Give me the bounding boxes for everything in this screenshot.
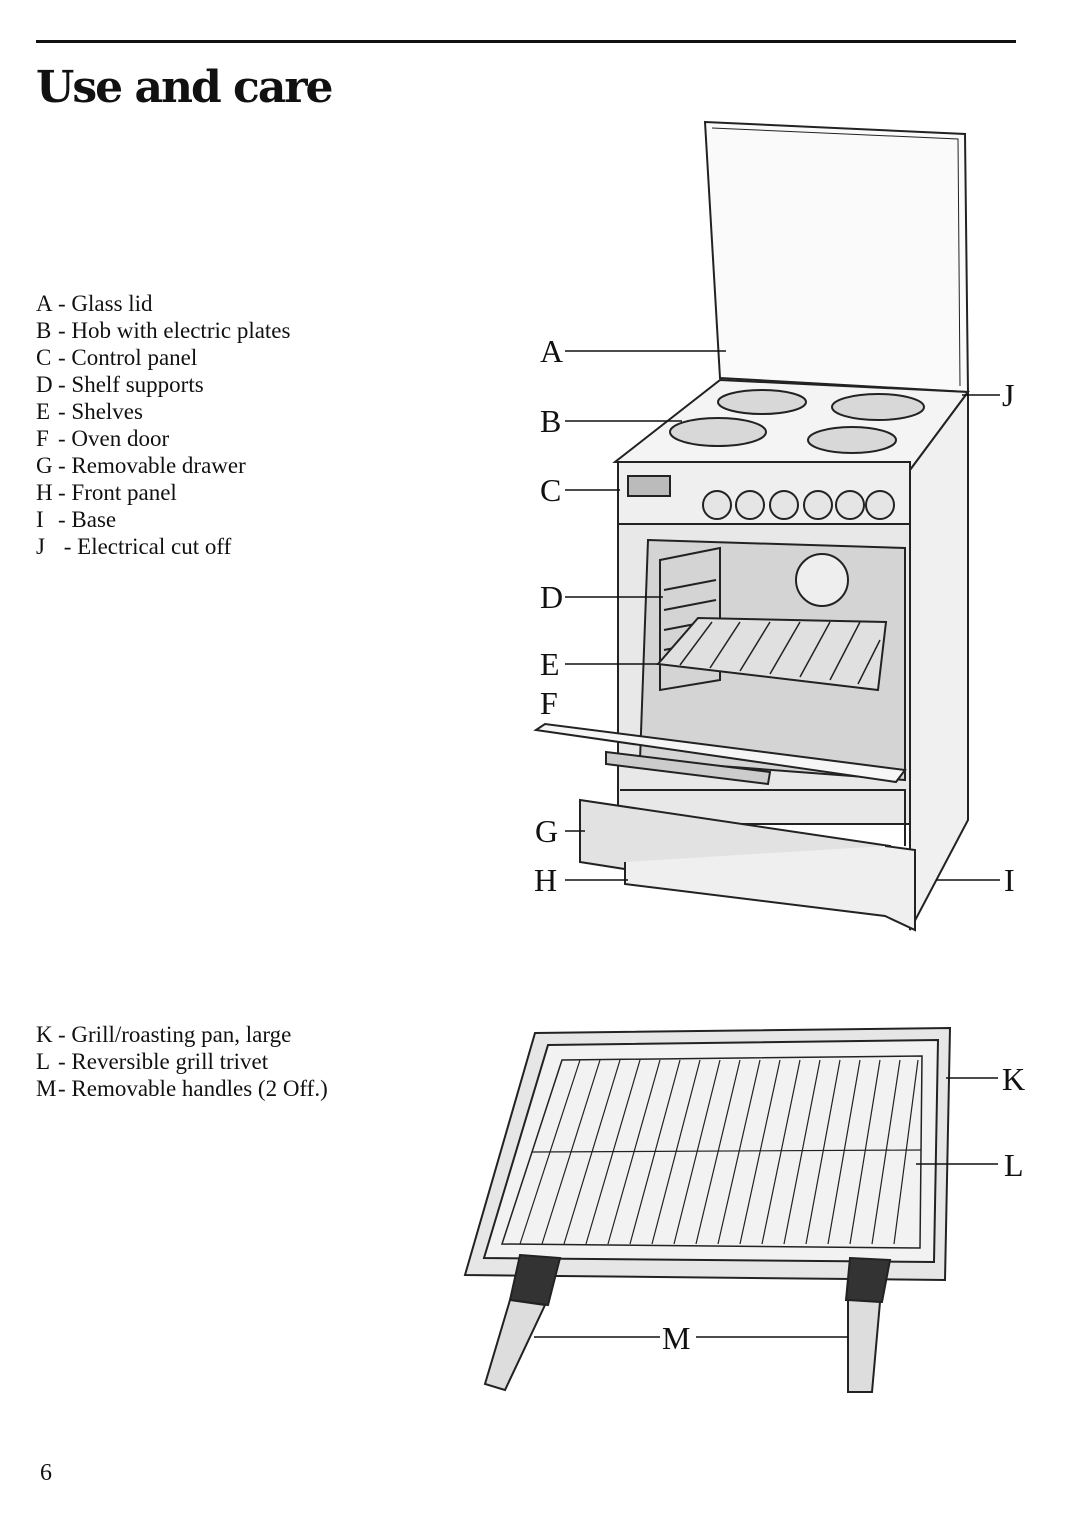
hotplate-drawing — [807, 426, 897, 454]
handle-drawing — [483, 1298, 547, 1392]
callout-B: B — [540, 403, 561, 439]
cooker-parts-legend: A- Glass lid B- Hob with electric plates… — [36, 290, 290, 560]
grill-callouts — [534, 1077, 998, 1338]
handle-drawing — [847, 1298, 882, 1393]
legend-key: B — [36, 318, 52, 343]
legend-item: I - Base — [36, 506, 290, 533]
callout-A: A — [540, 333, 563, 369]
grill-pan-illustration — [463, 1026, 952, 1393]
legend-item: E - Shelves — [36, 398, 290, 425]
callout-J: J — [1002, 377, 1014, 413]
legend-text: - Hob with electric plates — [58, 318, 291, 343]
legend-item: B- Hob with electric plates — [36, 317, 290, 344]
callout-H: H — [534, 862, 557, 898]
legend-text: - Shelves — [58, 399, 143, 424]
hotplate-drawing — [717, 389, 807, 415]
legend-text: - Grill/roasting pan, large — [58, 1022, 292, 1047]
grill-trivet-drawing — [500, 1055, 923, 1249]
callout-F: F — [540, 685, 558, 721]
legend-key: E — [36, 399, 51, 424]
legend-key: D — [36, 372, 53, 397]
accessory-parts-legend: K- Grill/roasting pan, large L - Reversib… — [36, 1021, 328, 1102]
legend-text: - Glass lid — [58, 291, 153, 316]
callout-L: L — [1004, 1147, 1024, 1183]
legend-item: L - Reversible grill trivet — [36, 1048, 328, 1075]
legend-key: G — [36, 453, 53, 478]
shelf-supports-drawing — [659, 546, 721, 692]
legend-text: - Removable drawer — [58, 453, 246, 478]
top-rule — [36, 40, 1016, 43]
handle-drawing — [508, 1253, 562, 1307]
glass-lid-drawing — [703, 120, 970, 394]
legend-item: C- Control panel — [36, 344, 290, 371]
cooker-illustration — [533, 120, 970, 932]
page-title: Use and care — [36, 62, 334, 113]
legend-item: D- Shelf supports — [36, 371, 290, 398]
callout-E: E — [540, 646, 560, 682]
legend-key: J — [36, 534, 45, 559]
legend-text: - Electrical cut off — [58, 534, 232, 559]
hotplate-drawing — [669, 417, 767, 447]
legend-text: - Base — [58, 507, 117, 532]
legend-key: K — [36, 1022, 53, 1047]
callout-I: I — [1004, 862, 1015, 898]
legend-item: G- Removable drawer — [36, 452, 290, 479]
legend-key: L — [36, 1049, 51, 1074]
callout-D: D — [540, 579, 563, 615]
legend-item: H- Front panel — [36, 479, 290, 506]
legend-key: F — [36, 426, 49, 451]
legend-key: M — [36, 1076, 57, 1101]
trivet-wires — [519, 1059, 922, 1245]
legend-text: - Shelf supports — [58, 372, 204, 397]
legend-item: K- Grill/roasting pan, large — [36, 1021, 328, 1048]
callout-M: M — [662, 1320, 690, 1356]
callout-K: K — [1002, 1061, 1025, 1097]
legend-text: - Oven door — [58, 426, 170, 451]
cooker-callouts — [565, 350, 1000, 881]
handle-drawing — [844, 1256, 892, 1304]
callout-C: C — [540, 472, 561, 508]
callout-G: G — [535, 813, 558, 849]
legend-text: - Control panel — [58, 345, 198, 370]
legend-key: A — [36, 291, 53, 316]
page-number: 6 — [40, 1460, 52, 1486]
legend-key: H — [36, 480, 53, 505]
shelf-drawing — [656, 616, 888, 692]
legend-text: - Removable handles (2 Off.) — [58, 1076, 328, 1101]
legend-text: - Front panel — [58, 480, 177, 505]
hotplate-drawing — [831, 393, 925, 421]
legend-key: I — [36, 507, 44, 532]
legend-item: J - Electrical cut off — [36, 533, 290, 560]
legend-text: - Reversible grill trivet — [58, 1049, 269, 1074]
legend-item: A- Glass lid — [36, 290, 290, 317]
legend-key: C — [36, 345, 52, 370]
legend-item: F - Oven door — [36, 425, 290, 452]
legend-item: M- Removable handles (2 Off.) — [36, 1075, 328, 1102]
oven-door-drawing — [533, 722, 907, 784]
